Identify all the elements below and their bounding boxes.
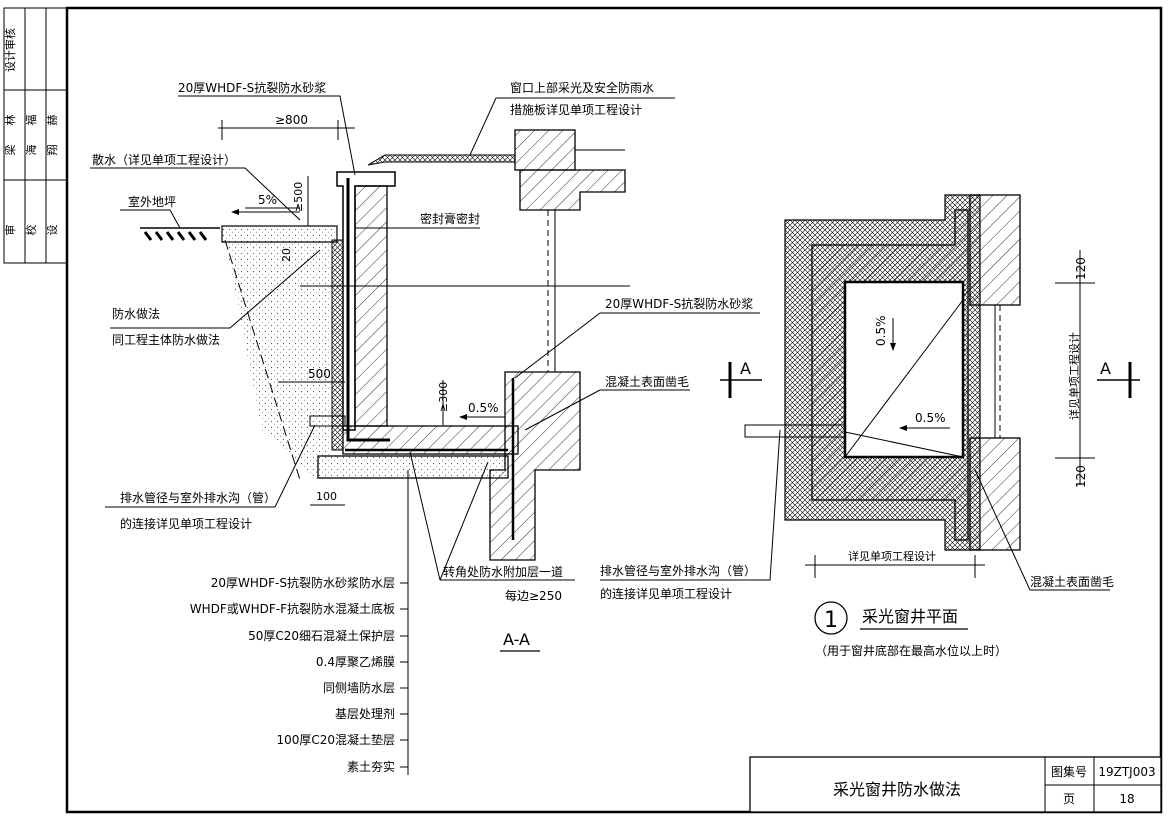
- upper-beam: [514, 129, 576, 171]
- lbl-waterproof-2: 同工程主体防水做法: [112, 332, 220, 347]
- lbl-top-mortar: 20厚WHDF-S抗裂防水砂浆: [178, 80, 326, 95]
- lbl-roughen: 混凝土表面凿毛: [605, 374, 689, 389]
- title-atlas-label: 图集号: [1051, 764, 1087, 779]
- apron-slab: [221, 225, 338, 243]
- lbl-section-name: A-A: [503, 630, 530, 649]
- layer-list: 20厚WHDF-S抗裂防水砂浆防水层 WHDF或WHDF-F抗裂防水混凝土底板 …: [190, 575, 408, 774]
- lbl-dim-20: 20: [280, 248, 293, 262]
- backfill: [225, 240, 330, 480]
- plan-wall-top: [969, 194, 1021, 306]
- ground-hatch: [143, 231, 208, 241]
- side-r3b: 翔: [45, 145, 59, 156]
- lbl-slope-5: 5%: [258, 193, 277, 207]
- lbl-scatter: 散水（详见单项工程设计）: [92, 152, 236, 167]
- lbl-corner-2: 每边≥250: [505, 588, 562, 603]
- plan-dim-120-top: 120: [1074, 257, 1088, 280]
- lbl-slope-05: 0.5%: [468, 401, 499, 415]
- title-atlas-no: 19ZTJ003: [1098, 765, 1155, 779]
- side-r2a: 校: [24, 225, 38, 236]
- lbl-waterproof-1: 防水做法: [112, 306, 160, 321]
- lbl-drain-mid-2: 的连接详见单项工程设计: [600, 586, 732, 601]
- title-page-no: 18: [1119, 792, 1134, 806]
- lbl-ground: 室外地坪: [128, 194, 176, 209]
- wall-concrete: [354, 185, 388, 427]
- lbl-sealant: 密封膏密封: [420, 211, 480, 226]
- side-r2c: 福: [24, 115, 38, 126]
- lbl-window-top-2: 措施板详见单项工程设计: [510, 102, 642, 117]
- wall-waterproof-outer: [331, 239, 344, 451]
- plan-dim-bottom: 详见单项工程设计: [848, 549, 936, 563]
- lbl-corner-1: 转角处防水附加层一道: [443, 564, 563, 579]
- plan-floor: [843, 280, 965, 459]
- lbl-wall-mortar: 20厚WHDF-S抗裂防水砂浆: [605, 296, 753, 311]
- well-blinding: [317, 455, 509, 479]
- section-aa: 20厚WHDF-S抗裂防水砂浆 ≥800 散水（详见单项工程设计） ≥500 5…: [90, 80, 781, 775]
- layer-1: WHDF或WHDF-F抗裂防水混凝土底板: [190, 601, 395, 616]
- layer-6: 100厚C20混凝土垫层: [276, 732, 395, 747]
- plan-a-right: A: [1100, 359, 1111, 378]
- title-drawing: 采光窗井防水做法: [833, 780, 961, 799]
- plan-view: 0.5% 0.5% A A 120 详见单项工程设计 120 详见单项工程设计 …: [720, 194, 1140, 658]
- plan-pipe: [744, 424, 846, 438]
- layer-0: 20厚WHDF-S抗裂防水砂浆防水层: [211, 575, 395, 590]
- lbl-dim-500-top: ≥500: [292, 182, 305, 212]
- lbl-drain-mid-1: 排水管径与室外排水沟（管）: [600, 563, 756, 578]
- plan-dim-120-bot: 120: [1074, 465, 1088, 488]
- lbl-dim-800: ≥800: [275, 113, 308, 127]
- side-strip: 设计审核 审 梁 林 校 海 福 设 翔 赫: [3, 7, 68, 264]
- side-r1c: 林: [3, 115, 17, 126]
- side-r3c: 赫: [46, 115, 59, 126]
- side-r3a: 设: [46, 225, 59, 236]
- layer-2: 50厚C20细石混凝土保护层: [248, 628, 395, 643]
- layer-5: 基层处理剂: [335, 706, 395, 721]
- plan-roughen: 混凝土表面凿毛: [1030, 574, 1114, 589]
- cover-plate: [367, 154, 516, 166]
- title-block: 采光窗井防水做法 图集号 19ZTJ003 页 18: [749, 756, 1162, 813]
- side-top: 设计审核: [3, 28, 17, 72]
- plan-title: 采光窗井平面: [862, 607, 958, 626]
- plan-number: 1: [824, 608, 838, 633]
- side-r2b: 海: [24, 145, 38, 156]
- lbl-drain-1: 排水管径与室外排水沟（管）: [120, 490, 276, 505]
- lbl-dim-300: ≥300: [437, 382, 450, 412]
- side-r1b: 梁: [3, 145, 17, 156]
- plan-slope-2: 0.5%: [915, 411, 946, 425]
- layer-7: 素土夯实: [347, 759, 395, 774]
- plan-number-circle: [814, 601, 848, 635]
- lbl-dim-500-side: 500: [308, 367, 331, 381]
- plan-dim-detail: 详见单项工程设计: [1067, 332, 1081, 420]
- layer-3: 0.4厚聚乙烯膜: [316, 655, 395, 669]
- plan-note: （用于窗井底部在最高水位以上时）: [815, 643, 1007, 658]
- lbl-window-top-1: 窗口上部采光及安全防雨水: [510, 80, 654, 95]
- drain-pipe: [309, 415, 346, 427]
- sheet-border: [65, 6, 1163, 814]
- plan-a-left: A: [740, 359, 751, 378]
- upper-slab: [519, 169, 626, 211]
- plan-slope-1: 0.5%: [874, 316, 888, 347]
- lbl-dim-100: 100: [316, 490, 337, 503]
- title-page-label: 页: [1063, 792, 1075, 806]
- side-r1a: 审: [3, 225, 17, 236]
- plan-wall-bottom: [969, 437, 1021, 551]
- layer-4: 同侧墙防水层: [323, 680, 395, 695]
- lbl-drain-2: 的连接详见单项工程设计: [120, 516, 252, 531]
